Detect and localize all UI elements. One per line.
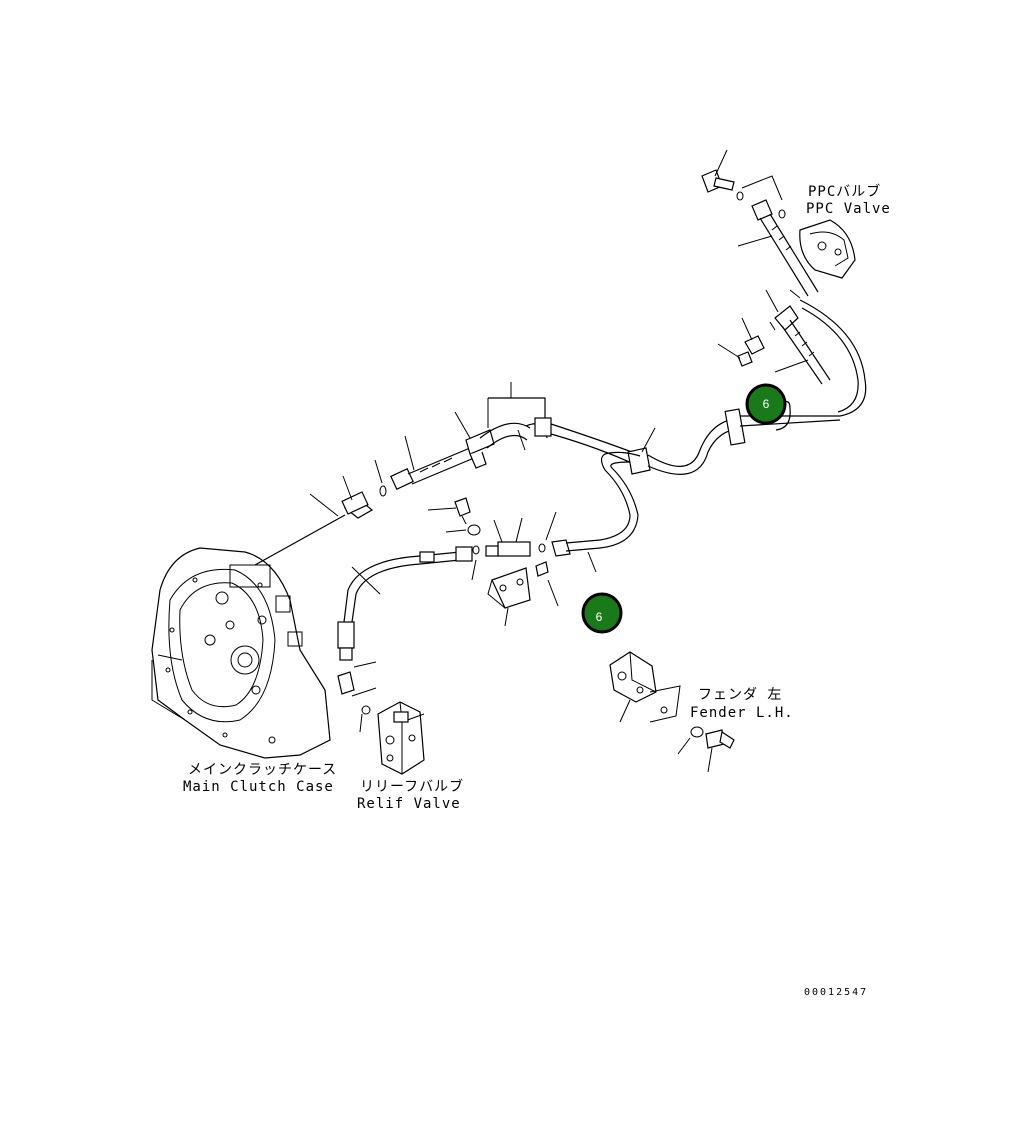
fender-label-jp: フェンダ 左: [698, 687, 782, 703]
clutch-case-fitting-drawing: [254, 459, 387, 566]
ppc-valve-drawing: [701, 149, 856, 299]
callout-lower-number: 6: [596, 610, 603, 624]
ppc-valve-label-jp: PPCバルブ: [808, 183, 881, 200]
fender-bracket-drawing: [609, 651, 735, 773]
relief-valve-label-en: Relif Valve: [357, 796, 461, 812]
main-clutch-case-drawing: [151, 547, 331, 759]
ppc-hose-drawing: [627, 289, 867, 475]
upper-hose-drawing: [390, 382, 641, 490]
callout-marker-upper[interactable]: 6: [745, 383, 787, 425]
fender-label-en: Fender L.H.: [690, 705, 794, 721]
middle-bracket-drawing: [427, 497, 559, 627]
relief-valve-drawing: [377, 701, 425, 775]
ppc-valve-label-en: PPC Valve: [806, 201, 891, 217]
main-clutch-case-label-en: Main Clutch Case: [183, 779, 334, 795]
lower-hose-drawing: [337, 451, 641, 733]
callout-marker-lower[interactable]: 6: [581, 592, 623, 634]
relief-valve-label-jp: リリーフバルブ: [360, 778, 464, 795]
callout-lower-circle: [581, 592, 623, 634]
main-clutch-case-label-jp: メインクラッチケース: [188, 762, 337, 778]
drawing-code: 00012547: [804, 987, 868, 998]
callout-upper-number: 6: [763, 397, 770, 411]
callout-upper-circle: [745, 383, 787, 425]
